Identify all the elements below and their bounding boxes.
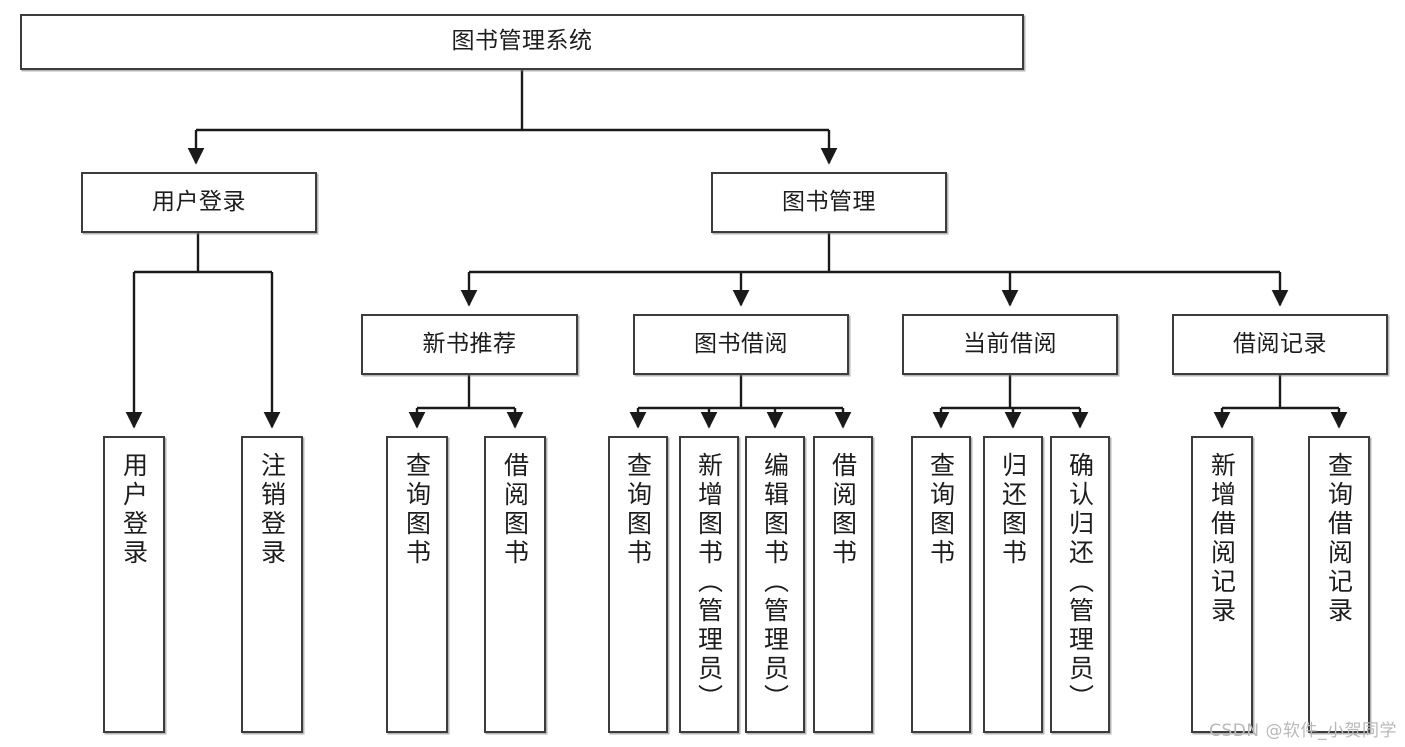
node-leaf-add-record-label: 新增借阅记录: [1207, 452, 1237, 626]
node-leaf-user-login[interactable]: 用户登录: [103, 436, 165, 733]
node-leaf-edit-book[interactable]: 编辑图书（管理员）: [745, 436, 805, 733]
node-user-login[interactable]: 用户登录: [81, 172, 317, 233]
node-new-book-recommend-label: 新书推荐: [422, 330, 517, 357]
node-leaf-query-record-label: 查询借阅记录: [1324, 452, 1354, 626]
node-borrow-record-label: 借阅记录: [1233, 330, 1327, 357]
node-leaf-add-book[interactable]: 新增图书（管理员）: [679, 436, 739, 733]
node-leaf-query-record[interactable]: 查询借阅记录: [1308, 436, 1370, 733]
node-user-login-label: 用户登录: [152, 188, 246, 215]
node-book-borrow-label: 图书借阅: [694, 330, 788, 357]
node-leaf-query-book-borrow[interactable]: 查询图书: [608, 436, 668, 733]
node-leaf-borrow-book-rec[interactable]: 借阅图书: [484, 436, 546, 733]
node-leaf-query-book-current-label: 查询图书: [926, 452, 956, 568]
node-current-borrow-label: 当前借阅: [963, 330, 1057, 357]
node-leaf-borrow-book-label: 借阅图书: [828, 452, 858, 568]
node-leaf-query-book-rec[interactable]: 查询图书: [386, 436, 448, 733]
node-leaf-user-login-label: 用户登录: [119, 452, 149, 568]
node-leaf-query-book-current[interactable]: 查询图书: [911, 436, 971, 733]
csdn-watermark: CSDN @软件_小贺同学: [1209, 721, 1397, 741]
node-leaf-add-book-label: 新增图书（管理员）: [694, 452, 724, 713]
node-root-label: 图书管理系统: [451, 28, 593, 55]
node-book-borrow[interactable]: 图书借阅: [633, 314, 849, 375]
node-leaf-confirm-return[interactable]: 确认归还（管理员）: [1050, 436, 1110, 733]
node-leaf-logout-label: 注销登录: [257, 452, 287, 568]
node-leaf-return-book-label: 归还图书: [998, 452, 1028, 568]
node-leaf-query-book-rec-label: 查询图书: [402, 452, 432, 568]
node-leaf-query-book-borrow-label: 查询图书: [623, 452, 653, 568]
node-leaf-edit-book-label: 编辑图书（管理员）: [760, 452, 790, 713]
node-leaf-borrow-book[interactable]: 借阅图书: [813, 436, 873, 733]
node-leaf-return-book[interactable]: 归还图书: [983, 436, 1043, 733]
node-leaf-logout[interactable]: 注销登录: [241, 436, 303, 733]
node-borrow-record[interactable]: 借阅记录: [1172, 314, 1388, 375]
node-leaf-add-record[interactable]: 新增借阅记录: [1191, 436, 1253, 733]
node-new-book-recommend[interactable]: 新书推荐: [361, 314, 578, 375]
node-current-borrow[interactable]: 当前借阅: [902, 314, 1118, 375]
node-root[interactable]: 图书管理系统: [20, 14, 1024, 70]
node-book-manage-label: 图书管理: [782, 188, 876, 215]
node-leaf-confirm-return-label: 确认归还（管理员）: [1065, 452, 1095, 713]
node-leaf-borrow-book-rec-label: 借阅图书: [500, 452, 530, 568]
node-book-manage[interactable]: 图书管理: [711, 172, 947, 233]
